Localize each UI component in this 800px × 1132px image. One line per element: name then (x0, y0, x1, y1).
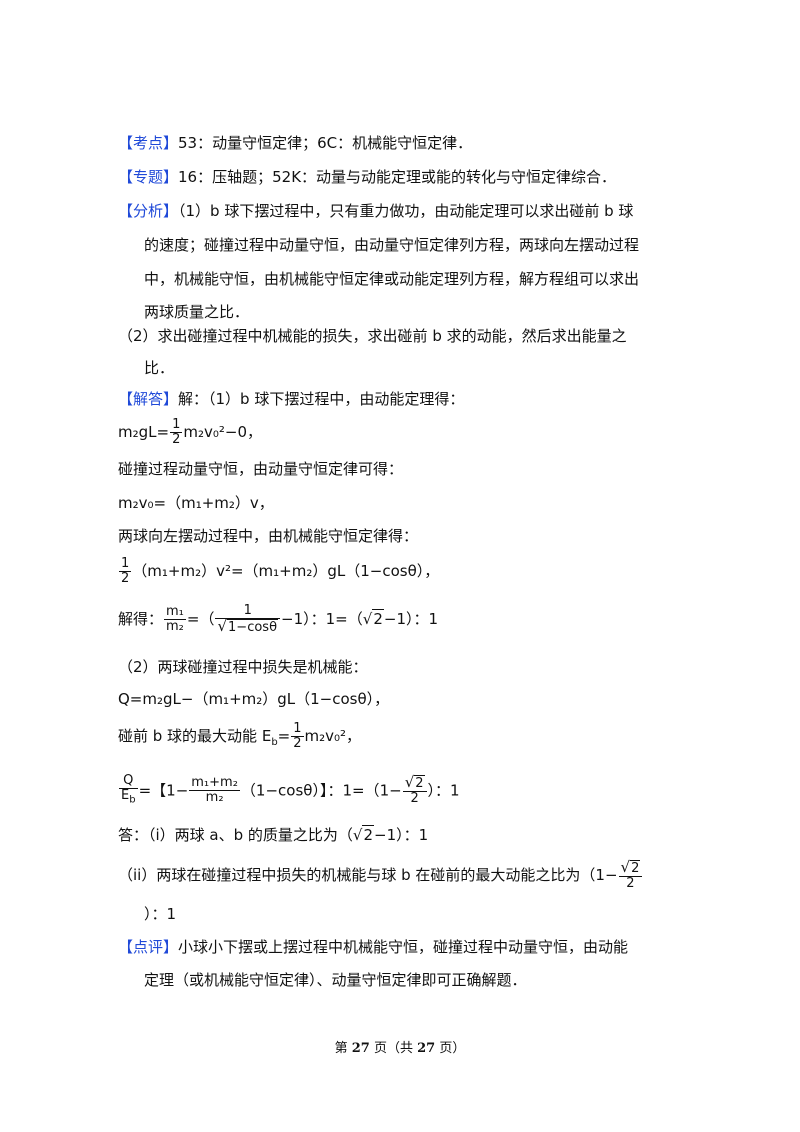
zhuanti-tag: 【专题】 (118, 168, 179, 186)
kaodian-tag: 【考点】 (118, 134, 179, 152)
kaodian-line: 【考点】53：动量守恒定律；6C：机械能守恒定律． (118, 133, 472, 153)
zhuanti-text: 16：压轴题；52K：动量与动能定理或能的转化与守恒定律综合． (178, 168, 617, 186)
answer-line-1: 答：（i）两球 a、b 的质量之比为（√2−1）：1 (118, 825, 429, 844)
dianping-line-1: 【点评】小球小下摆或上摆过程中机械能守恒，碰撞过程中动量守恒，由动能 (118, 937, 628, 957)
jieda-text-2: 碰撞过程动量守恒，由动量守恒定律可得： (118, 460, 404, 478)
dianping-text-1: 小球小下摆或上摆过程中机械能守恒，碰撞过程中动量守恒，由动能 (178, 938, 629, 956)
jieda-intro: 解：（1）b 球下摆过程中，由动能定理得： (178, 390, 465, 408)
fenxi-line-4: 两球质量之比． (144, 303, 250, 321)
fenxi-line-3: 中，机械能守恒，由机械能守恒定律或动能定理列方程，解方程组可以求出 (144, 270, 640, 288)
fenxi-line-2: 的速度；碰撞过程中动量守恒，由动量守恒定律列方程，两球向左摆动过程 (144, 236, 640, 254)
equation-5: Q=m₂gL−（m₁+m₂）gL（1−cosθ）， (118, 690, 390, 708)
kaodian-text: 53：动量守恒定律；6C：机械能守恒定律． (178, 134, 473, 152)
fenxi-line-6: 比． (144, 359, 175, 377)
answer-line-3: ）：1 (144, 905, 177, 923)
zhuanti-line: 【专题】16：压轴题；52K：动量与动能定理或能的转化与守恒定律综合． (118, 167, 616, 187)
page-number: 27 (351, 1041, 370, 1056)
equation-2: m₂v₀=（m₁+m₂）v， (118, 494, 274, 512)
jieda-text-3: 两球向左摆动过程中，由机械能守恒定律得： (118, 527, 419, 545)
part-2-heading: （2）两球碰撞过程中损失是机械能： (118, 658, 368, 676)
page-footer: 第 27 页（共 27 页） (334, 1041, 466, 1056)
fenxi-text-1: （1）b 球下摆过程中，只有重力做功，由动能定理可以求出碰前 b 球 (178, 202, 634, 220)
fenxi-line-1: 【分析】（1）b 球下摆过程中，只有重力做功，由动能定理可以求出碰前 b 球 (118, 201, 633, 221)
page-total: 27 (417, 1041, 436, 1056)
fenxi-line-5: （2）求出碰撞过程中机械能的损失，求出碰前 b 求的动能，然后求出能量之 (118, 327, 627, 345)
dianping-tag: 【点评】 (118, 938, 179, 956)
dianping-line-2: 定理（或机械能守恒定律）、动量守恒定律即可正确解题． (144, 971, 527, 989)
jieda-tag: 【解答】 (118, 390, 179, 408)
fenxi-tag: 【分析】 (118, 202, 179, 220)
jieda-line: 【解答】解：（1）b 球下摆过程中，由动能定理得： (118, 389, 464, 409)
fraction-inverse-sqrt: 1√1−cosθ (215, 604, 281, 635)
